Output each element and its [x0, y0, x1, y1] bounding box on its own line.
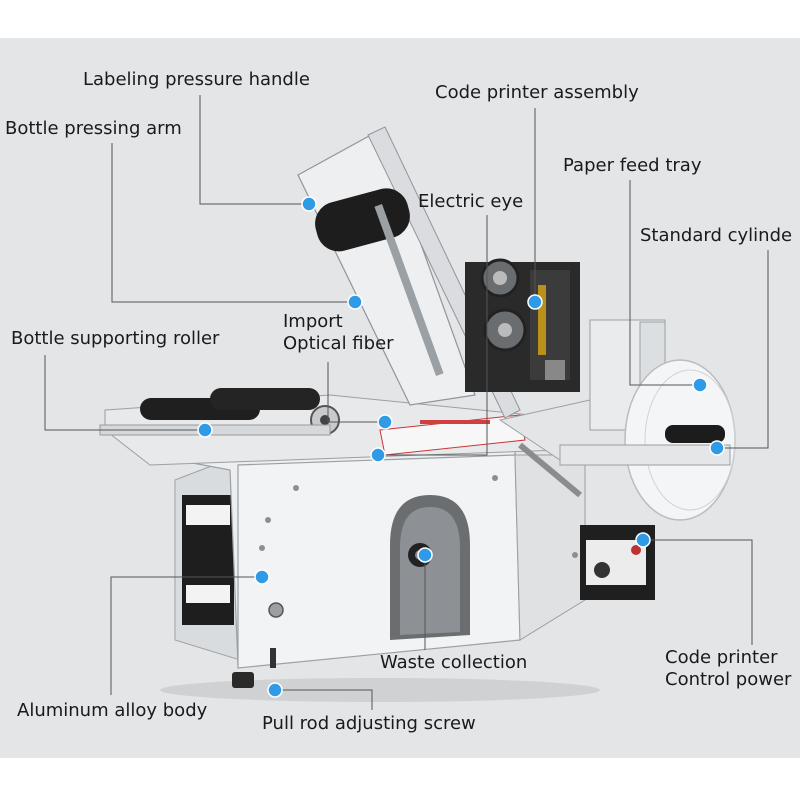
- label-code-printer-assembly: Code printer assembly: [435, 82, 639, 103]
- marker-code-printer-assembly: [527, 294, 543, 310]
- label-bottle-supporting-roller: Bottle supporting roller: [11, 328, 220, 349]
- marker-paper-feed-tray: [692, 377, 708, 393]
- marker-pull-rod-adjusting-screw: [267, 682, 283, 698]
- marker-labeling-pressure-handle: [301, 196, 317, 212]
- marker-standard-cylinder: [709, 440, 725, 456]
- marker-aluminum-alloy-body: [254, 569, 270, 585]
- label-labeling-pressure-handle: Labeling pressure handle: [83, 69, 310, 90]
- leader-lines: [44, 95, 769, 710]
- marker-bottle-supporting-roller: [197, 422, 213, 438]
- label-paper-feed-tray: Paper feed tray: [563, 155, 702, 176]
- label-waste-collection: Waste collection: [380, 652, 528, 673]
- marker-electric-eye: [370, 447, 386, 463]
- marker-import-optical-fiber: [377, 414, 393, 430]
- label-aluminum-alloy-body: Aluminum alloy body: [17, 700, 208, 721]
- label-electric-eye: Electric eye: [418, 191, 524, 212]
- marker-code-printer-power: [635, 532, 651, 548]
- marker-waste-collection: [417, 547, 433, 563]
- label-import-optical-fiber-line2: Optical fiber: [283, 333, 394, 354]
- label-code-printer-power-line1: Code printer: [665, 647, 778, 668]
- marker-bottle-pressing-arm: [347, 294, 363, 310]
- label-import-optical-fiber-line1: Import: [283, 311, 343, 332]
- label-bottle-pressing-arm: Bottle pressing arm: [5, 118, 182, 139]
- label-code-printer-power: Code printer Control power: [665, 647, 791, 691]
- machine-photo: [99, 126, 736, 702]
- label-standard-cylinder: Standard cylinde: [640, 225, 793, 246]
- label-import-optical-fiber: Import Optical fiber: [283, 311, 394, 355]
- label-pull-rod-adjusting-screw: Pull rod adjusting screw: [262, 713, 476, 734]
- label-code-printer-power-line2: Control power: [665, 669, 792, 690]
